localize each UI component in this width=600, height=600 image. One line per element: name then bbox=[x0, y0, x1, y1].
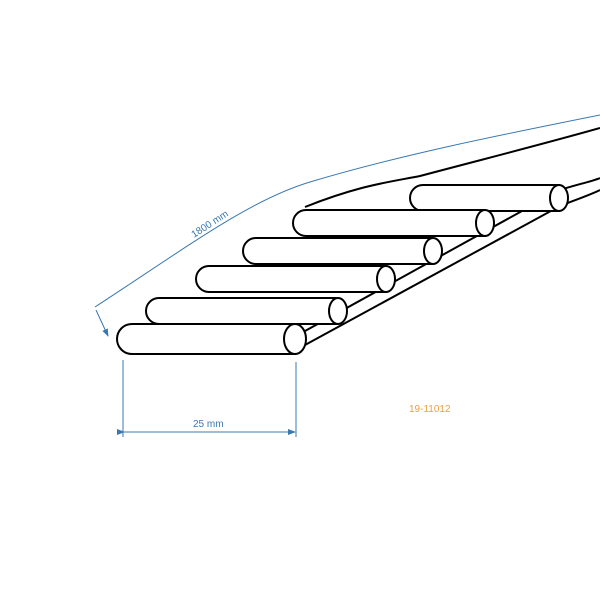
length-dimension-label: 1800 mm bbox=[190, 209, 231, 241]
roller bbox=[242, 237, 443, 265]
roller-end bbox=[549, 184, 569, 212]
rail-outer bbox=[304, 127, 600, 208]
roller bbox=[409, 184, 569, 212]
roller-body bbox=[116, 323, 296, 355]
roller-end bbox=[328, 297, 348, 325]
roller-end bbox=[376, 265, 396, 293]
roller-body bbox=[195, 265, 387, 293]
roller bbox=[195, 265, 396, 293]
roller-body bbox=[242, 237, 434, 265]
roller bbox=[292, 209, 495, 237]
roller bbox=[145, 297, 348, 325]
roller-end bbox=[475, 209, 495, 237]
roller-body bbox=[145, 297, 339, 325]
roller-end bbox=[423, 237, 443, 265]
length-dimension-arc bbox=[94, 114, 600, 308]
roller-body bbox=[292, 209, 486, 237]
roller-body bbox=[409, 184, 560, 212]
width-dimension-label: 25 mm bbox=[193, 419, 224, 430]
roller bbox=[116, 323, 307, 355]
rollers bbox=[116, 184, 569, 355]
roller-end bbox=[283, 323, 307, 355]
part-number: 19-11012 bbox=[409, 404, 451, 415]
length-dimension-arrow bbox=[95, 309, 109, 337]
